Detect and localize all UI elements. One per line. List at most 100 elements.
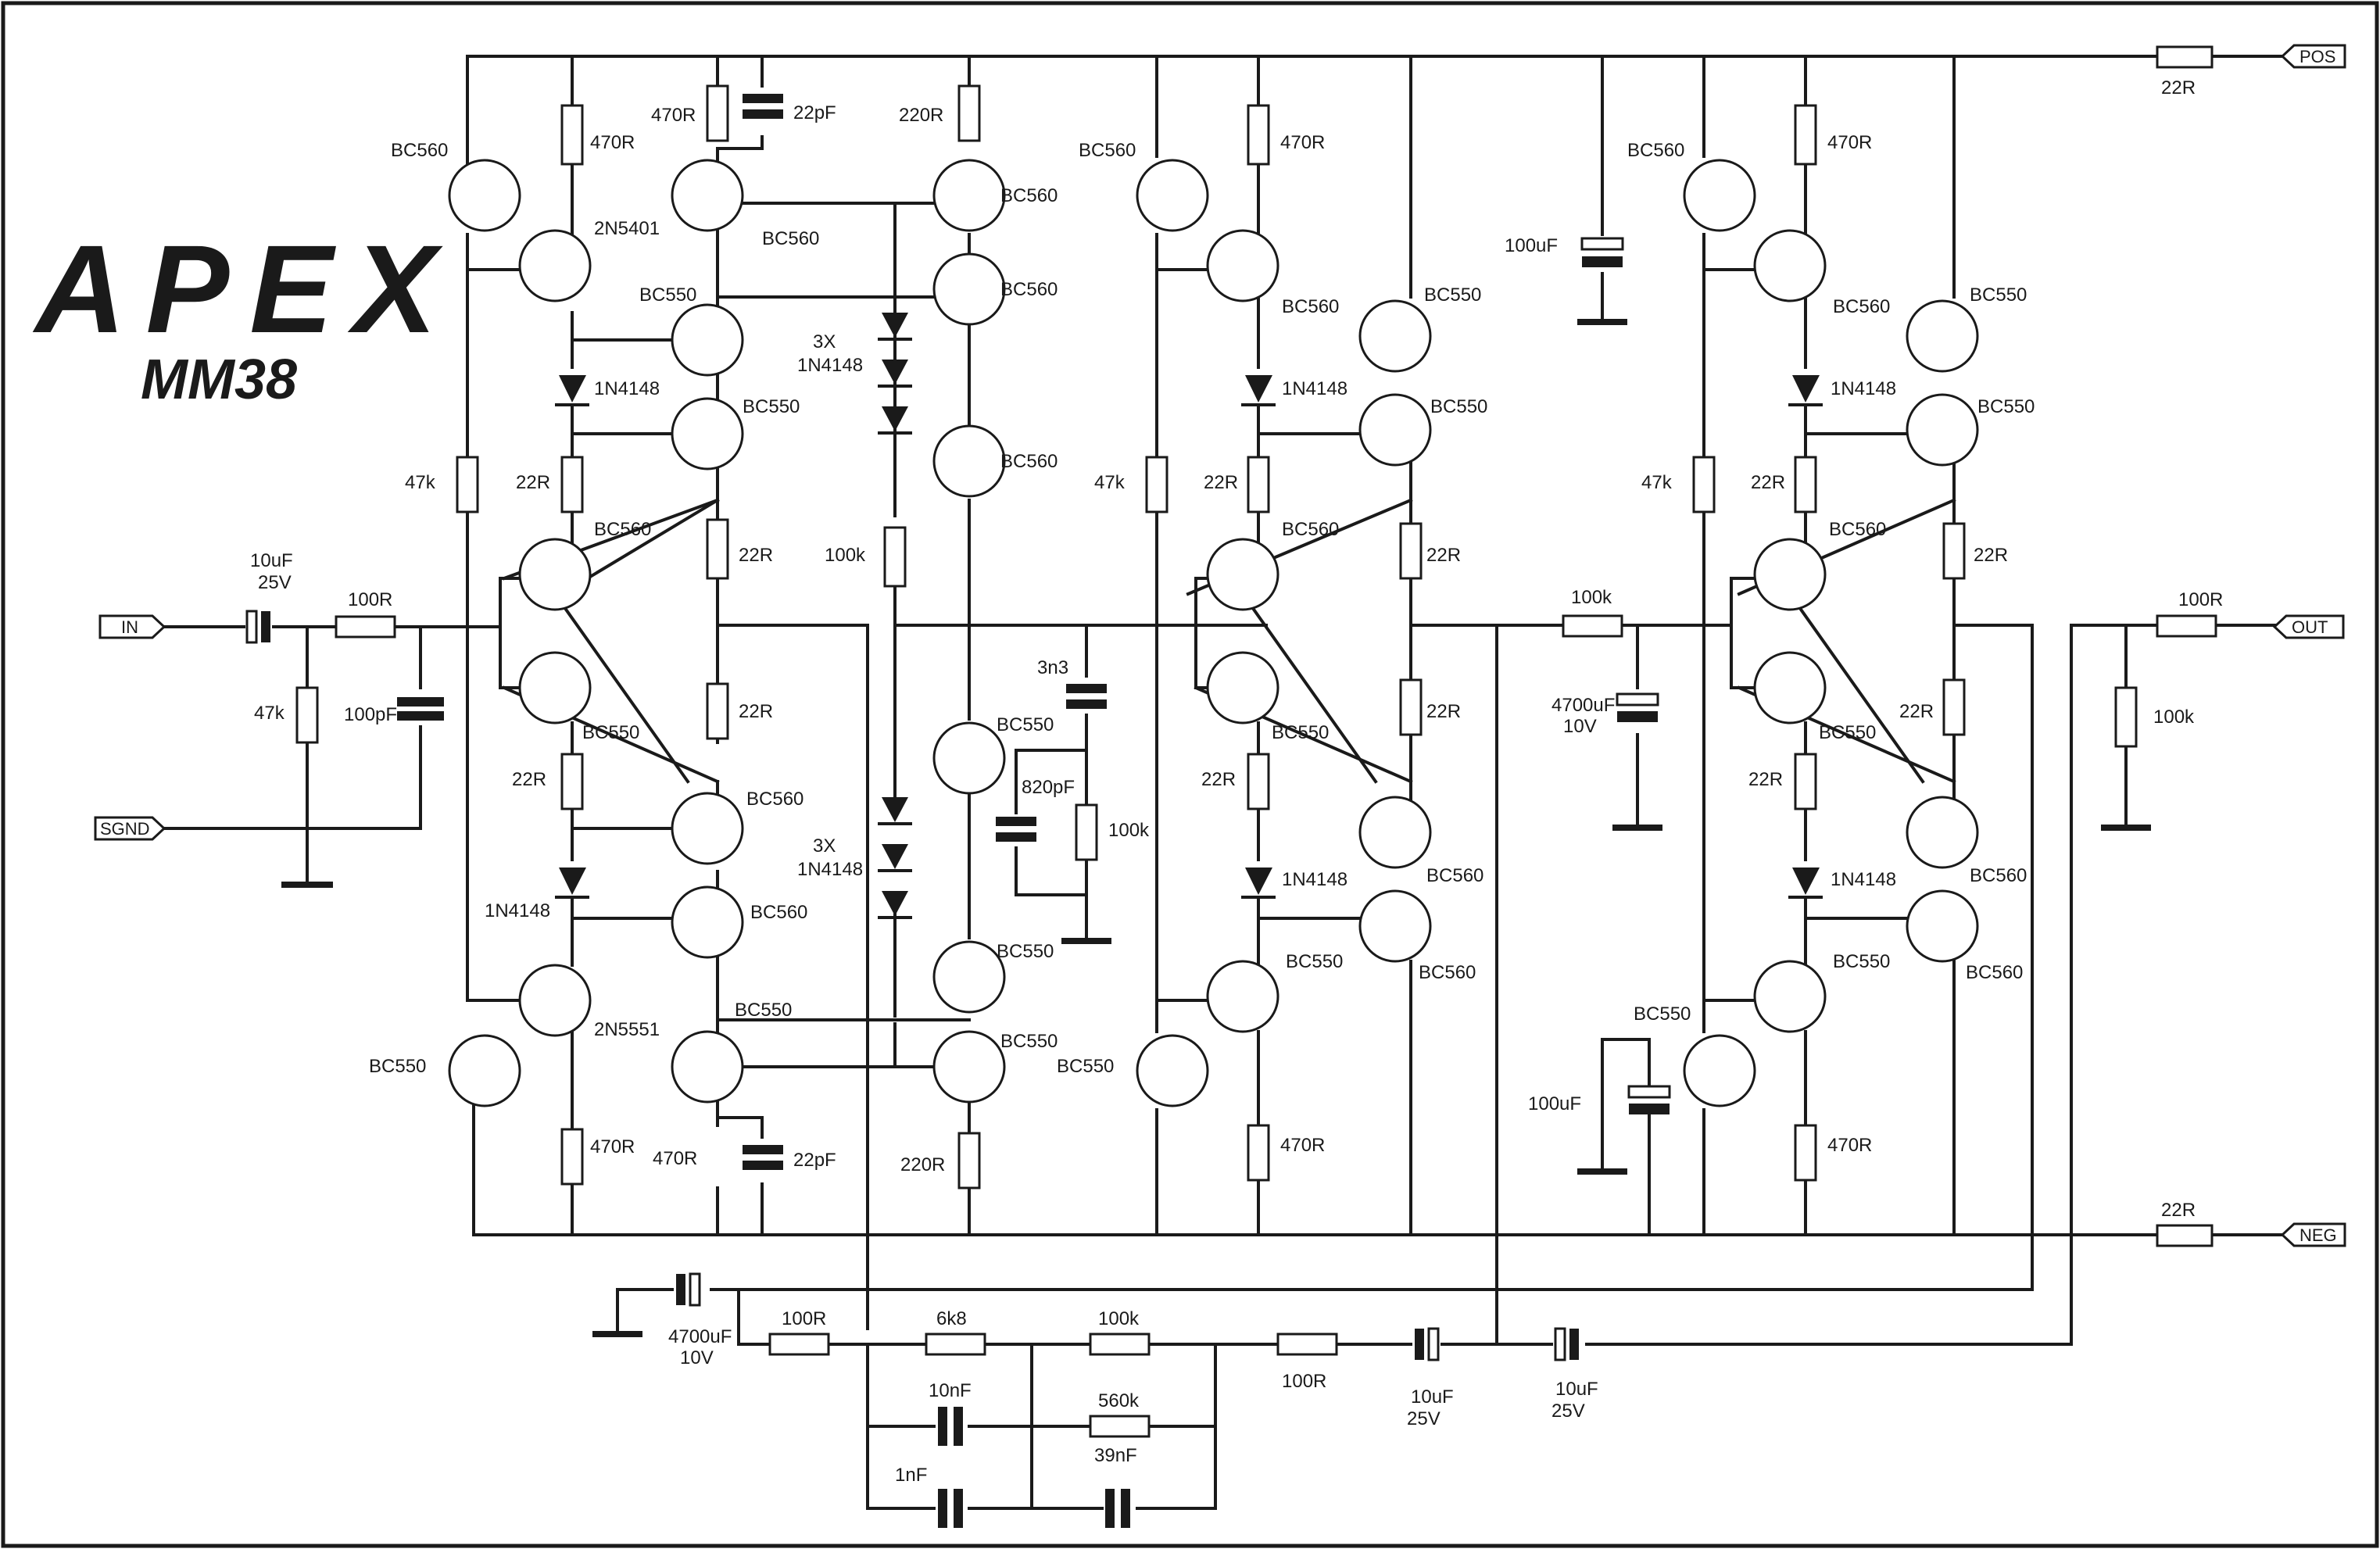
label-s1-q5: BC560 <box>762 228 819 249</box>
label-s1-c3: 3n3 <box>1037 657 1068 678</box>
label-s1-q8: BC560 <box>1000 451 1058 472</box>
label-s2-d2: 1N4148 <box>1282 869 1347 890</box>
resistor-fb-6k8 <box>925 1333 986 1356</box>
ground-fb <box>592 1331 642 1337</box>
ground-s3-out <box>2101 825 2151 831</box>
label-s3-q3: BC550 <box>1970 284 2027 306</box>
label-s2-c2v: 10V <box>1563 716 1597 737</box>
label-fb-560k: 560k <box>1098 1390 1140 1411</box>
label-s1-c1: 22pF <box>793 102 836 123</box>
svg-text:POS: POS <box>2299 47 2335 66</box>
label-out-100r: 100R <box>2178 589 2223 610</box>
label-s2-q4: BC550 <box>1430 396 1487 417</box>
label-cin-10uf: 10uF <box>250 550 293 571</box>
label-fb-100r-b: 100R <box>1282 1371 1326 1392</box>
label-s3-r4: 22R <box>1974 545 2008 566</box>
label-s1-r5: 22R <box>516 472 550 493</box>
cap-fb-4700uf-a <box>676 1274 685 1305</box>
stage1-caps <box>743 94 1107 1170</box>
label-s3-r7: 470R <box>1827 1135 1872 1156</box>
resistor-fb-100k <box>1089 1333 1151 1356</box>
stage3-resistors <box>1692 104 2217 1182</box>
label-s1-q10: BC550 <box>582 722 639 743</box>
label-s1-r1: 470R <box>590 132 635 153</box>
label-s1-r12: 100k <box>1108 820 1150 841</box>
stage1-resistors <box>456 84 1098 1189</box>
label-s1-c4: 820pF <box>1022 777 1075 798</box>
label-s3-d2: 1N4148 <box>1831 869 1896 890</box>
cap-input-10uf-plate-a <box>245 610 258 644</box>
model-text: MM38 <box>141 349 297 411</box>
label-s1-r13: 470R <box>653 1148 697 1169</box>
label-s3-d1: 1N4148 <box>1831 378 1896 399</box>
label-s1-q11: BC560 <box>746 789 803 810</box>
cap-100pf-b <box>397 711 444 721</box>
label-input-47k: 47k <box>254 703 285 724</box>
label-s1-r3: 220R <box>899 105 943 126</box>
stage2-transistors <box>1136 159 1432 1107</box>
stage1-transistors <box>448 159 1006 1107</box>
label-s1-q6: BC560 <box>1000 185 1058 206</box>
label-s3-q2: BC560 <box>1833 296 1890 317</box>
label-s1-q18: BC550 <box>735 1000 792 1021</box>
label-s1-3x-b: 3X <box>813 835 836 857</box>
label-s2-q6: BC550 <box>1272 722 1329 743</box>
label-s1-r6: 22R <box>739 545 773 566</box>
label-fb-10uf-a: 10uF <box>1411 1386 1454 1408</box>
label-s1-r8: 22R <box>512 769 546 790</box>
stage3-wires <box>737 55 2276 1346</box>
label-s1-3x-a: 3X <box>813 331 836 352</box>
label-neg-22r: 22R <box>2161 1200 2196 1221</box>
resistor-input-100r <box>335 615 396 639</box>
ground-s2-mid <box>1612 825 1662 831</box>
label-s2-c1: 100uF <box>1505 235 1558 256</box>
label-s3-r6: 22R <box>1748 769 1783 790</box>
label-fb-4700uf: 4700uF <box>668 1326 732 1347</box>
label-s3-q6: BC550 <box>1819 722 1876 743</box>
label-s3-r9: 100k <box>2153 707 2195 728</box>
port-out: OUT <box>2272 614 2345 639</box>
ground-input <box>281 882 333 888</box>
stage3-transistors <box>1683 159 1979 1107</box>
label-s1-r4: 47k <box>405 472 436 493</box>
resistor-fb-100r-a <box>768 1333 830 1356</box>
label-s2-q10: BC550 <box>1057 1056 1114 1077</box>
label-s3-q10: BC550 <box>1634 1003 1691 1025</box>
label-s1-q3: BC550 <box>639 284 696 306</box>
label-s1-r7: 22R <box>739 701 773 722</box>
label-s1-r11: 220R <box>900 1154 945 1175</box>
ground-s1-comp <box>1061 938 1111 944</box>
label-s1-d2: 1N4148 <box>485 900 550 921</box>
stage2-resistors <box>1145 104 1623 1182</box>
port-pos: POS <box>2280 44 2346 69</box>
cap-fb-10uf-a1 <box>1415 1329 1424 1360</box>
label-100pf: 100pF <box>344 704 397 725</box>
label-fb-100k: 100k <box>1098 1308 1140 1329</box>
rail-wires <box>466 55 2284 1236</box>
label-s1-q15: BC550 <box>1000 1031 1058 1052</box>
label-fb-25v-a: 25V <box>1407 1408 1441 1429</box>
label-s2-c3: 100uF <box>1528 1093 1581 1114</box>
logo-text: APEX <box>32 219 457 359</box>
label-fb-1nf: 1nF <box>895 1465 927 1486</box>
label-s1-q9: BC560 <box>594 519 651 540</box>
label-fb-10uf-b: 10uF <box>1555 1379 1598 1400</box>
label-s1-r2: 470R <box>651 105 696 126</box>
label-s1-q4: BC550 <box>743 396 800 417</box>
ground-s2-top <box>1577 319 1627 325</box>
label-s2-r8: 100k <box>1571 587 1612 608</box>
label-s3-r1: 470R <box>1827 132 1872 153</box>
cap-fb-10nf-b <box>954 1407 963 1446</box>
resistor-fb-100r-b <box>1276 1333 1338 1356</box>
cap-fb-1nf-a <box>938 1489 947 1528</box>
label-fb-25v-b: 25V <box>1551 1401 1585 1422</box>
label-fb-10nf: 10nF <box>929 1380 972 1401</box>
label-s2-r1: 470R <box>1280 132 1325 153</box>
label-s1-d1: 1N4148 <box>594 378 660 399</box>
label-fb-39nf: 39nF <box>1094 1445 1137 1466</box>
label-fb-100r-a: 100R <box>782 1308 826 1329</box>
stage2-caps <box>1580 237 1671 1236</box>
resistor-input-47k <box>295 686 319 744</box>
cap-100pf-a <box>397 697 444 707</box>
